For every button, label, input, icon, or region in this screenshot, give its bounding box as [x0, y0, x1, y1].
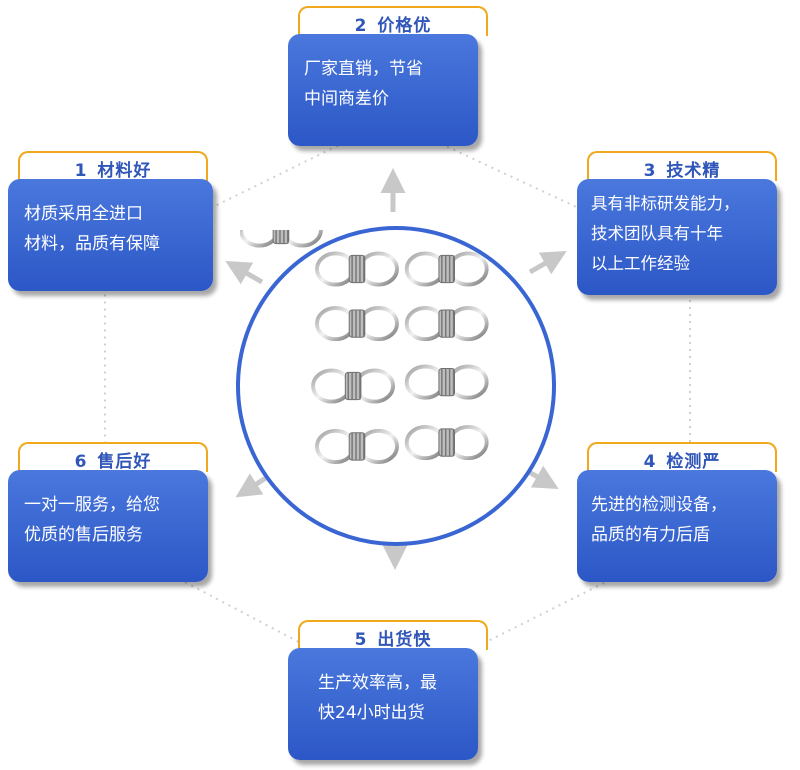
card-title: 1 材料好: [18, 156, 208, 181]
card-body: 一对一服务，给您 优质的售后服务: [8, 470, 208, 582]
card-body: 具有非标研发能力， 技术团队具有十年 以上工作经验: [577, 179, 777, 295]
card-title: 6 售后好: [18, 447, 208, 472]
card-tab: [298, 6, 488, 36]
card-number: 3: [643, 161, 657, 181]
card-title-text: 售后好: [97, 452, 152, 472]
card-tab: [18, 442, 208, 472]
card-text: 生产效率高，最 快24小时出货: [318, 673, 437, 723]
card-title: 3 技术精: [587, 156, 777, 181]
card-title-text: 检测严: [666, 452, 721, 472]
card-number: 2: [354, 16, 368, 36]
card-text: 厂家直销，节省 中间商差价: [304, 59, 423, 109]
feature-card-price: 2 价格优 厂家直销，节省 中间商差价: [288, 6, 488, 156]
product-circle: [236, 226, 556, 546]
twin-spring-rings-image: [240, 230, 489, 464]
feature-card-after-sales: 6 售后好 一对一服务，给您 优质的售后服务: [8, 442, 208, 592]
card-text: 材质采用全进口 材料，品质有保障: [24, 204, 160, 254]
card-text: 一对一服务，给您 优质的售后服务: [24, 495, 160, 545]
card-text: 具有非标研发能力， 技术团队具有十年 以上工作经验: [591, 194, 740, 273]
card-title: 2 价格优: [298, 11, 488, 36]
feature-card-inspection: 4 检测严 先进的检测设备， 品质的有力后盾: [577, 442, 777, 592]
feature-card-technology: 3 技术精 具有非标研发能力， 技术团队具有十年 以上工作经验: [577, 151, 777, 301]
card-title-text: 技术精: [666, 161, 721, 181]
card-tab: [587, 442, 777, 472]
card-body: 先进的检测设备， 品质的有力后盾: [577, 470, 777, 582]
card-tab: [298, 620, 488, 650]
card-title: 4 检测严: [587, 447, 777, 472]
feature-card-delivery: 5 出货快 生产效率高，最 快24小时出货: [288, 620, 488, 770]
card-title-text: 材料好: [97, 161, 152, 181]
card-body: 材质采用全进口 材料，品质有保障: [8, 179, 213, 291]
card-tab: [18, 151, 208, 181]
card-title: 5 出货快: [298, 625, 488, 650]
card-title-text: 出货快: [377, 630, 432, 650]
card-number: 4: [643, 452, 657, 472]
card-number: 6: [74, 452, 88, 472]
feature-card-material: 1 材料好 材质采用全进口 材料，品质有保障: [8, 151, 213, 301]
card-tab: [587, 151, 777, 181]
card-body: 厂家直销，节省 中间商差价: [288, 34, 478, 146]
spring-ring: [240, 230, 323, 248]
card-body: 生产效率高，最 快24小时出货: [288, 648, 478, 760]
card-text: 先进的检测设备， 品质的有力后盾: [591, 495, 727, 545]
card-number: 1: [74, 161, 88, 181]
card-number: 5: [354, 630, 368, 650]
card-title-text: 价格优: [377, 16, 432, 36]
